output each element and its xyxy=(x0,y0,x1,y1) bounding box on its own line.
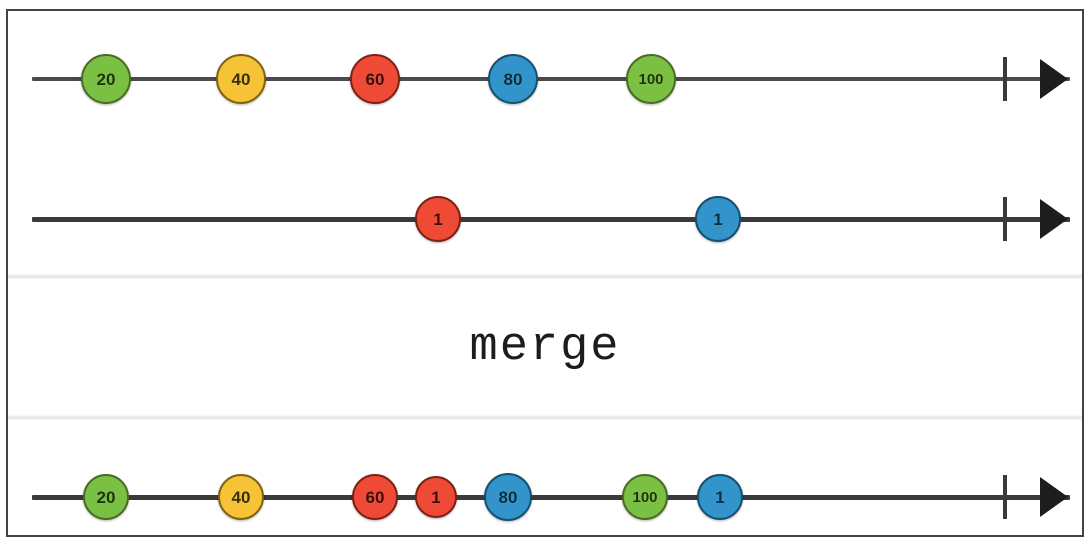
axis-line xyxy=(32,217,1070,222)
list-node: 40 xyxy=(218,474,264,520)
list-node: 1 xyxy=(415,196,461,242)
axis-end-tick xyxy=(1003,57,1007,101)
list-node: 20 xyxy=(83,474,129,520)
axis-end-tick xyxy=(1003,475,1007,519)
list-node: 40 xyxy=(216,54,266,104)
number-line-row-input-top: 20 40 60 80 100 xyxy=(8,41,1082,121)
list-node: 60 xyxy=(350,54,400,104)
axis-line xyxy=(32,77,1070,81)
axis-arrowhead-icon xyxy=(1040,477,1068,517)
number-line-row-merged-output: 20 40 60 1 80 100 1 xyxy=(8,459,1082,539)
list-node: 100 xyxy=(626,54,676,104)
section-divider-top xyxy=(8,273,1082,280)
axis-line xyxy=(32,495,1070,500)
list-node: 1 xyxy=(697,474,743,520)
merge-label: merge xyxy=(469,320,621,374)
list-node: 1 xyxy=(695,196,741,242)
list-node: 20 xyxy=(81,54,131,104)
section-divider-bottom xyxy=(8,414,1082,421)
list-node: 80 xyxy=(488,54,538,104)
axis-arrowhead-icon xyxy=(1040,199,1068,239)
list-node: 1 xyxy=(415,476,457,518)
list-node: 60 xyxy=(352,474,398,520)
list-node: 80 xyxy=(484,473,532,521)
merge-operation-band: merge xyxy=(8,280,1082,414)
axis-arrowhead-icon xyxy=(1040,59,1068,99)
axis-end-tick xyxy=(1003,197,1007,241)
list-node: 100 xyxy=(622,474,668,520)
